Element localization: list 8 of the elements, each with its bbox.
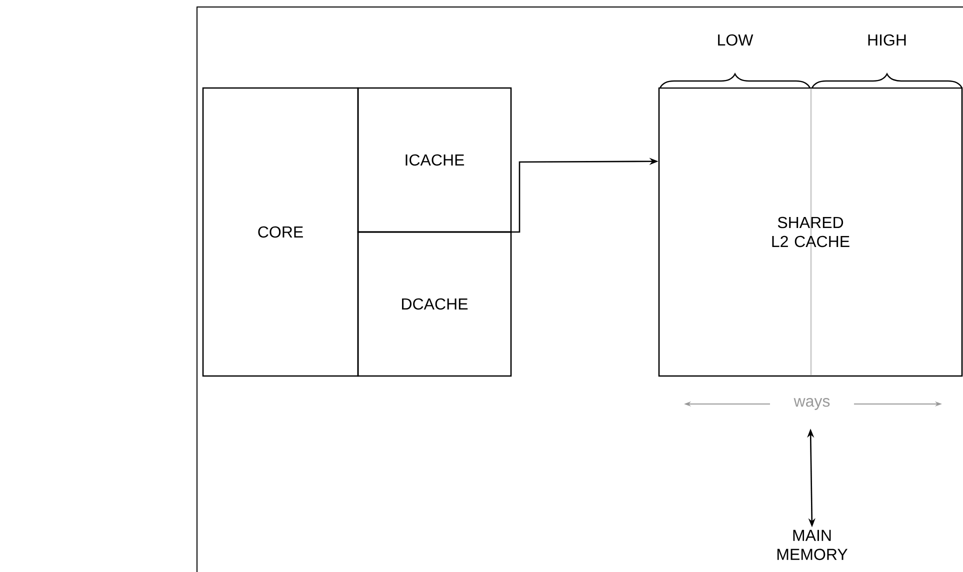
brace-label: LOW: [718, 34, 754, 46]
cache-box: DCACHE: [357, 231, 512, 377]
cache-box: ICACHE: [357, 87, 512, 233]
axis-label: ways: [794, 398, 830, 410]
core-box: CORE: [202, 87, 359, 377]
cache-box: SHARED L2 CACHE: [658, 87, 963, 377]
brace-label: HIGH: [868, 34, 906, 46]
memory-label: MAIN MEMORY: [777, 530, 848, 560]
